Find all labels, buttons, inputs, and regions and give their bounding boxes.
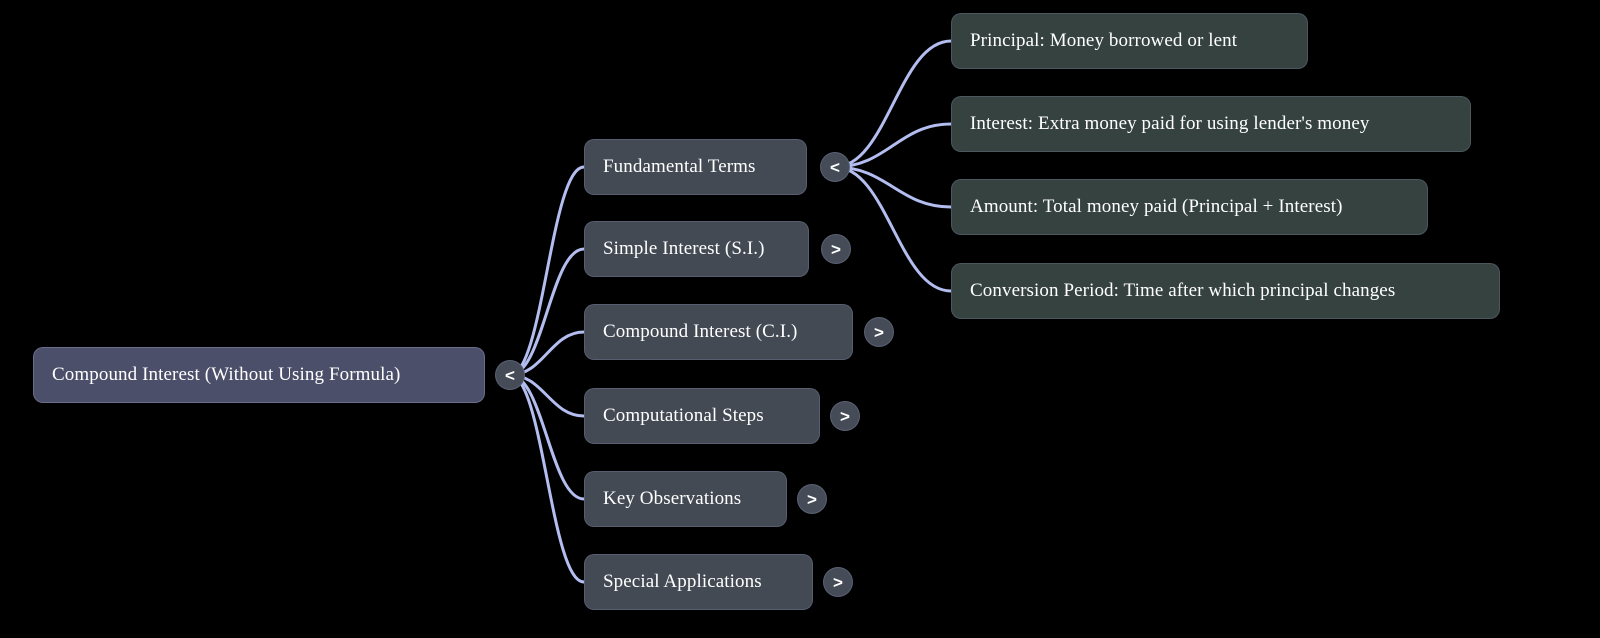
leaf-node-label: Principal: Money borrowed or lent [970,29,1238,51]
mindmap-branch-node[interactable]: Compound Interest (C.I.) [584,304,853,360]
chevron-right-icon: > [833,572,843,592]
branch-expand-toggle[interactable]: > [821,234,851,264]
edge-branch-to-leaf [833,165,953,293]
edge-root-to-branch [508,373,586,501]
branch-collapse-toggle[interactable]: < [820,152,850,182]
root-collapse-toggle[interactable]: < [495,360,525,390]
chevron-right-icon: > [840,406,850,426]
chevron-left-icon: < [505,365,515,385]
edge-branch-to-leaf [833,122,953,169]
branch-expand-toggle[interactable]: > [830,401,860,431]
edge-root-to-branch [508,247,586,377]
mindmap-branch-node[interactable]: Computational Steps [584,388,820,444]
branch-node-label: Computational Steps [603,404,764,426]
root-node-label: Compound Interest (Without Using Formula… [52,363,401,385]
branch-expand-toggle[interactable]: > [823,567,853,597]
chevron-right-icon: > [831,239,841,259]
edge-root-to-branch [508,373,586,584]
branch-expand-toggle[interactable]: > [797,484,827,514]
branch-expand-toggle[interactable]: > [864,317,894,347]
edge-branch-to-leaf [833,165,953,209]
edge-branch-to-leaf [833,39,953,169]
branch-node-label: Fundamental Terms [603,155,756,177]
chevron-right-icon: > [874,322,884,342]
branch-node-label: Compound Interest (C.I.) [603,320,798,342]
mindmap-branch-node[interactable]: Key Observations [584,471,787,527]
mindmap-leaf-node[interactable]: Interest: Extra money paid for using len… [951,96,1471,152]
leaf-node-label: Conversion Period: Time after which prin… [970,279,1396,301]
mindmap-leaf-node[interactable]: Amount: Total money paid (Principal + In… [951,179,1428,235]
branch-node-label: Key Observations [603,487,742,509]
leaf-node-label: Interest: Extra money paid for using len… [970,112,1370,134]
mindmap-root-node[interactable]: Compound Interest (Without Using Formula… [33,347,485,403]
chevron-right-icon: > [807,489,817,509]
mindmap-leaf-node[interactable]: Principal: Money borrowed or lent [951,13,1308,69]
mindmap-branch-node[interactable]: Fundamental Terms [584,139,807,195]
mindmap-branch-node[interactable]: Special Applications [584,554,813,610]
edge-root-to-branch [508,165,586,377]
mindmap-leaf-node[interactable]: Conversion Period: Time after which prin… [951,263,1500,319]
branch-node-label: Special Applications [603,570,762,592]
chevron-left-icon: < [830,157,840,177]
branch-node-label: Simple Interest (S.I.) [603,237,765,259]
leaf-node-label: Amount: Total money paid (Principal + In… [970,195,1343,217]
mindmap-branch-node[interactable]: Simple Interest (S.I.) [584,221,809,277]
